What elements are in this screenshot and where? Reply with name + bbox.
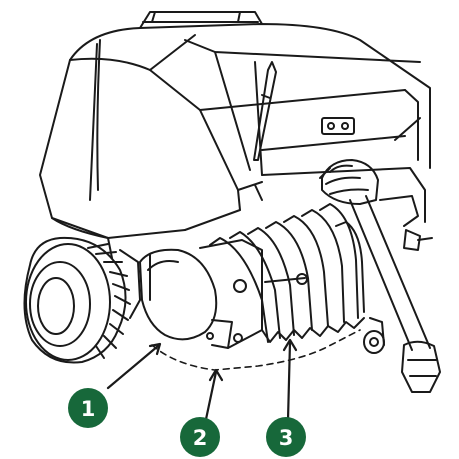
castor-wheel — [363, 317, 385, 354]
callout-2-label: 2 — [193, 426, 208, 450]
drive-housing — [139, 239, 263, 349]
wheel — [23, 236, 141, 364]
pickup-tines — [209, 203, 365, 343]
leader-arrow-1 — [148, 342, 162, 356]
leader-arrow-3 — [282, 338, 298, 352]
leader-line-2 — [203, 370, 218, 426]
side-plate — [321, 117, 355, 135]
bale-chamber-housing — [39, 23, 431, 259]
hitch-bracket — [379, 195, 433, 251]
pto-shaft — [321, 159, 441, 393]
leader-line-1 — [106, 344, 160, 390]
side-panel — [184, 39, 426, 223]
callout-3: 3 — [266, 417, 306, 457]
callout-3-label: 3 — [279, 426, 294, 450]
top-handle — [139, 11, 263, 29]
leader-arrow-2 — [208, 368, 224, 382]
callout-2: 2 — [180, 417, 220, 457]
lift-lever — [253, 61, 277, 161]
leader-line-3 — [286, 340, 292, 422]
pickup-outline-dashed — [151, 329, 361, 371]
pickup-rod — [264, 273, 308, 285]
callout-1-label: 1 — [81, 397, 96, 421]
callout-1: 1 — [68, 388, 108, 428]
